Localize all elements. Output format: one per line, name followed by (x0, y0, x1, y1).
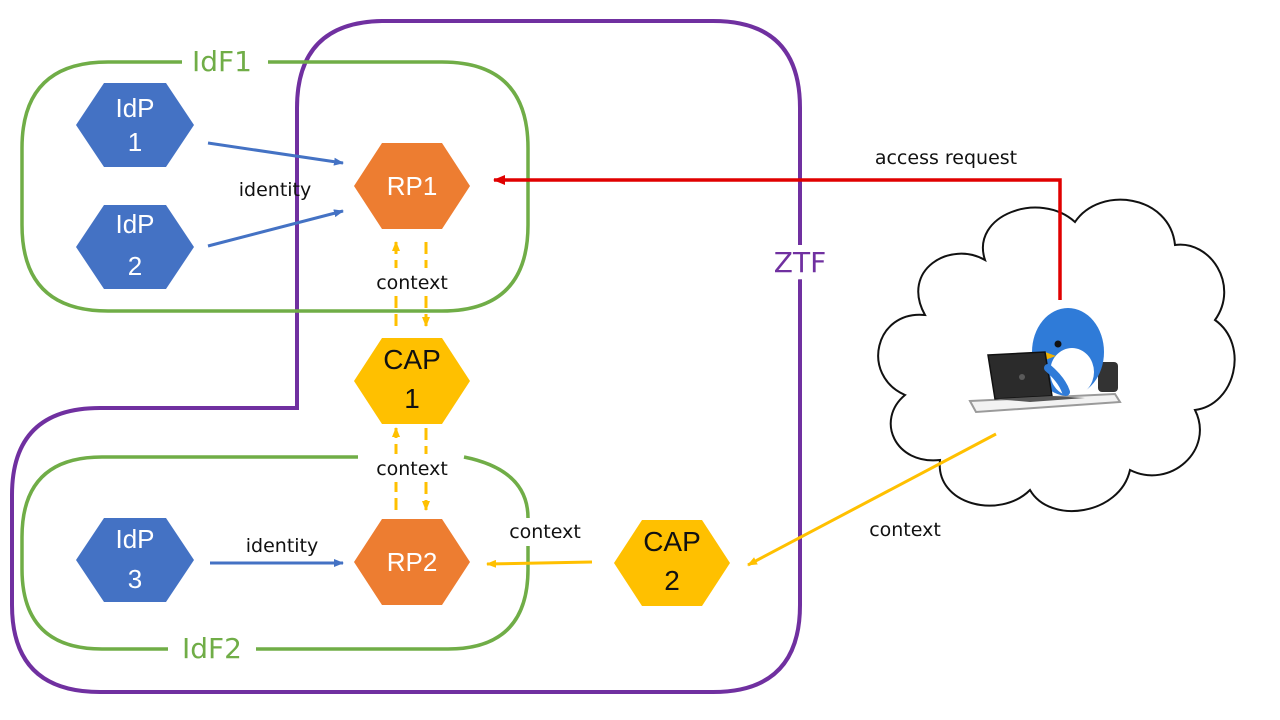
context-label-user-cap2: context (869, 519, 941, 541)
idp2-node: IdP 2 (76, 205, 194, 289)
rp1-label: RP1 (387, 171, 438, 201)
context-label-rp1-cap1: context (376, 272, 448, 294)
identity-label-top: identity (239, 179, 312, 201)
idp1-label: IdP (115, 93, 154, 123)
penguin-at-laptop-icon (968, 308, 1122, 414)
cap1-number: 1 (404, 383, 420, 414)
idf2-boundary (20, 455, 530, 651)
idp3-label: IdP (115, 524, 154, 554)
idp2-label: IdP (115, 209, 154, 239)
cap1-node: CAP 1 (354, 338, 470, 424)
context-label-cap2-rp2: context (509, 521, 581, 543)
rp1-node: RP1 (354, 143, 470, 229)
cap1-label: CAP (383, 344, 441, 375)
context-arrow-user-cap2 (747, 432, 997, 567)
identity-arrow-idp1-rp1 (207, 141, 344, 166)
identity-label-bottom: identity (246, 535, 319, 557)
access-request-label: access request (875, 147, 1017, 169)
idf1-label: IdF1 (192, 45, 252, 78)
idf1-boundary (20, 60, 530, 313)
context-arrow-cap2-rp2 (486, 559, 593, 568)
cap2-number: 2 (664, 565, 680, 596)
cap2-label: CAP (643, 526, 701, 557)
ztf-boundary (10, 19, 802, 694)
idp3-number: 3 (128, 564, 142, 594)
idp1-number: 1 (128, 127, 142, 157)
ztf-label: ZTF (774, 246, 826, 279)
idp2-number: 2 (128, 251, 142, 281)
access-request-arrow (493, 175, 1062, 300)
idp3-node: IdP 3 (76, 518, 194, 602)
idf2-label: IdF2 (182, 632, 242, 665)
context-label-cap1-rp2: context (376, 458, 448, 480)
idp1-node: IdP 1 (76, 83, 194, 167)
identity-arrow-idp2-rp1 (207, 209, 344, 248)
rp2-node: RP2 (354, 519, 470, 605)
cap2-node: CAP 2 (614, 520, 730, 606)
rp2-label: RP2 (387, 547, 438, 577)
